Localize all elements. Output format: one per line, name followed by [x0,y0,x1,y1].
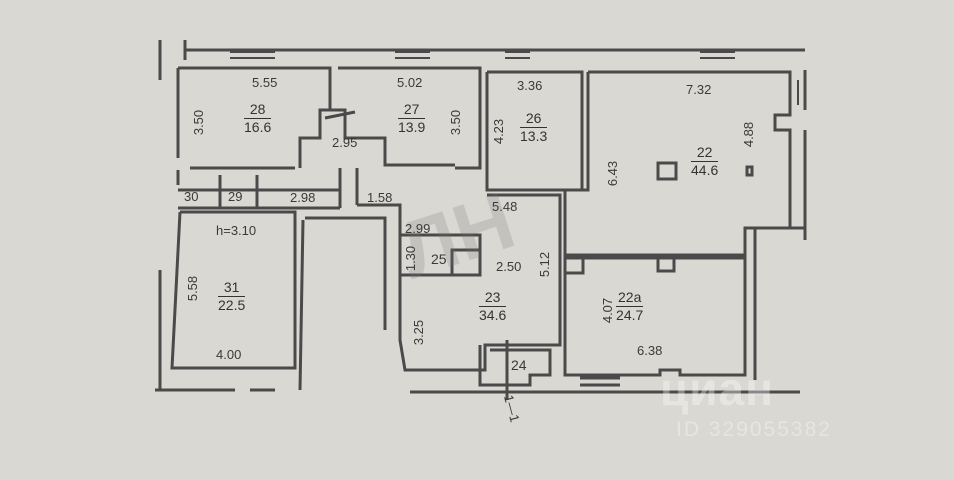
dim-r26-height: 4.23 [491,118,507,145]
dim-hall-width: 2.98 [290,190,316,205]
room-22a: 22a 24.7 [616,289,644,323]
dim-r26-width: 3.36 [517,78,543,93]
room-26-number: 26 [520,111,548,128]
room-31-number: 31 [218,280,246,297]
dim-r31-width: 4.00 [216,347,242,362]
room-31: 31 22.5 [218,280,246,313]
dim-r22-left: 6.43 [605,160,621,187]
room-22-area: 44.6 [691,161,719,178]
dim-r23-right: 5.12 [537,251,553,278]
listing-id-watermark: ID 329055382 [676,418,832,441]
room-31-area: 22.5 [218,296,246,313]
room-29-number: 29 [228,189,243,204]
dim-hall-small: 1.58 [367,190,393,205]
dim-r27-width: 5.02 [397,75,423,90]
ceiling-height: h=3.10 [216,223,257,238]
dim-r27-height: 3.50 [448,109,464,136]
dim-r22-right: 4.88 [741,121,757,148]
dim-r28-height: 3.50 [191,109,207,136]
dim-r22a-width: 6.38 [637,343,663,358]
dim-r22a-height: 4.07 [600,297,616,324]
dim-r25-width: 2.99 [405,221,431,236]
room-22: 22 44.6 [691,145,719,178]
room-27: 27 13.9 [398,102,426,135]
room-28-number: 28 [244,102,272,119]
cian-watermark-logo: циан [660,363,774,415]
room-28-area: 16.6 [244,118,272,135]
dim-r22-width: 7.32 [686,82,712,97]
room-27-number: 27 [398,102,426,119]
dim-r23-left: 3.25 [411,319,427,346]
dim-r31-height: 5.58 [185,275,201,302]
room-22a-area: 24.7 [616,306,644,323]
room-24-number: 24 [511,357,527,373]
room-22a-number: 22a [616,289,644,307]
room-26: 26 13.3 [520,111,548,144]
room-26-area: 13.3 [520,127,548,144]
room-30-number: 30 [184,189,199,204]
dim-r23-inner: 2.50 [496,259,522,274]
dim-r25-height: 1.30 [403,245,419,272]
room-23-number: 23 [479,290,507,307]
room-27-area: 13.9 [398,118,426,135]
dim-r23-top: 5.48 [492,199,518,214]
dim-r28-width: 5.55 [252,75,278,90]
room-25-number: 25 [431,251,447,267]
room-23: 23 34.6 [479,290,507,323]
room-22-number: 22 [691,145,719,162]
dim-corridor-top: 2.95 [332,135,358,150]
room-23-area: 34.6 [479,306,507,323]
room-28: 28 16.6 [244,102,272,135]
